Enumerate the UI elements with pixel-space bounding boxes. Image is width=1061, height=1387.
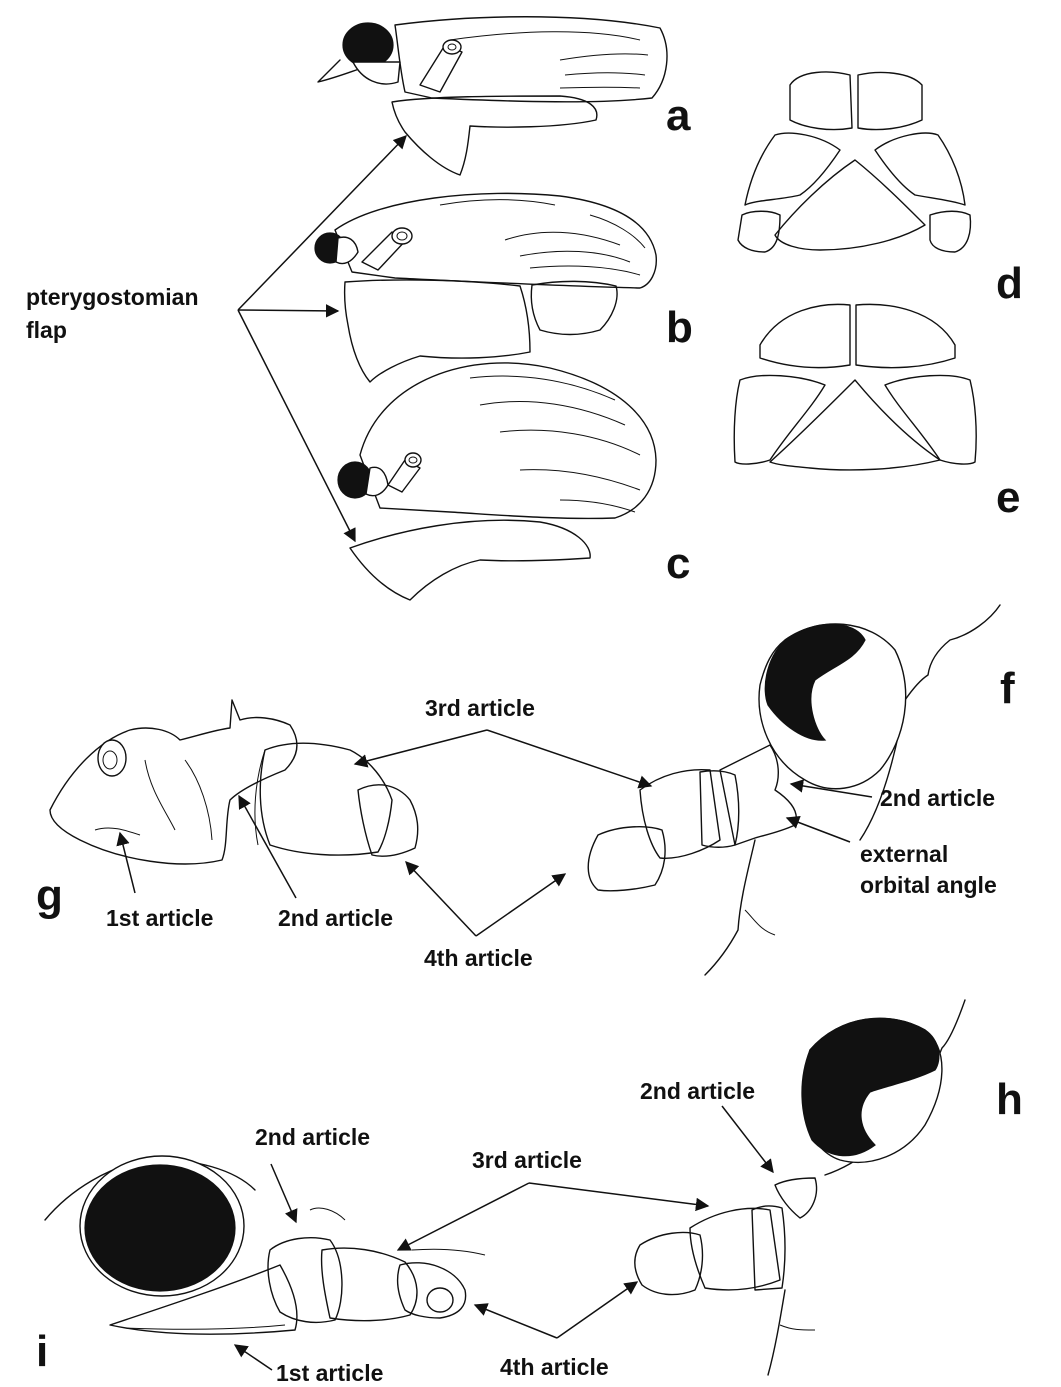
panel-label-e: e — [996, 473, 1020, 522]
label-f-third-article: 3rd article — [425, 695, 535, 721]
label-f-second-article: 2nd article — [880, 785, 995, 811]
epistome-d-drawing — [738, 72, 970, 252]
panel-label-a: a — [666, 91, 691, 140]
epistome-e-drawing — [734, 304, 976, 470]
label-g-second-article: 2nd article — [278, 905, 393, 931]
antenna-i-drawing — [45, 1156, 485, 1334]
label-i-third-article: 3rd article — [472, 1147, 582, 1173]
panel-label-h: h — [996, 1075, 1023, 1124]
label-pterygostomian: pterygostomian — [26, 284, 199, 310]
label-h-second-article: 2nd article — [640, 1078, 755, 1104]
label-i-second-article: 2nd article — [255, 1124, 370, 1150]
label-g-fourth-article: 4th article — [424, 945, 533, 971]
panel-label-b: b — [666, 303, 693, 352]
antenna-h-drawing — [635, 1000, 965, 1375]
panel-label-i: i — [36, 1327, 48, 1376]
label-orbital-angle: orbital angle — [860, 872, 997, 898]
antenna-g-drawing — [50, 700, 418, 864]
label-i-first-article: 1st article — [276, 1360, 383, 1386]
carapace-a-drawing — [318, 17, 667, 175]
panel-label-f: f — [1000, 664, 1015, 713]
panel-label-d: d — [996, 259, 1023, 308]
carapace-c-drawing — [338, 363, 656, 600]
arrows-f-g — [120, 730, 872, 936]
panel-label-g: g — [36, 871, 63, 920]
carapace-b-drawing — [315, 193, 656, 382]
label-i-fourth-article: 4th article — [500, 1354, 609, 1380]
label-g-first-article: 1st article — [106, 905, 213, 931]
label-flap: flap — [26, 317, 67, 343]
panel-label-c: c — [666, 539, 690, 588]
label-external: external — [860, 841, 948, 867]
